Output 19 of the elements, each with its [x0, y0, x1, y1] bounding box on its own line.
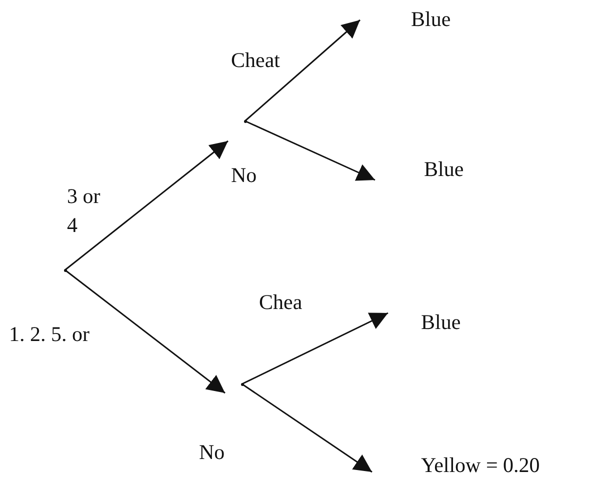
branch-point [244, 120, 246, 122]
branch-point [240, 382, 244, 386]
edge-label: 1. 2. 5. or [9, 321, 90, 348]
edge-label: Cheat [231, 47, 281, 74]
edge-label: Chea [259, 289, 304, 316]
arrow [244, 120, 376, 181]
outcome-label: Blue [421, 311, 461, 334]
outcome-label: Yellow = 0.20 [421, 454, 540, 478]
arrow [64, 269, 226, 394]
outcome-label: Blue [411, 8, 451, 32]
edge-label: 3 or 4 [67, 183, 102, 240]
outcome-label: Blue [424, 158, 464, 182]
arrow [244, 19, 360, 122]
arrow [242, 312, 388, 385]
arrow [64, 140, 228, 271]
arrow [242, 383, 372, 473]
branch-point [64, 268, 66, 272]
edge-label: No [231, 162, 258, 189]
edge-label: No [199, 439, 226, 466]
